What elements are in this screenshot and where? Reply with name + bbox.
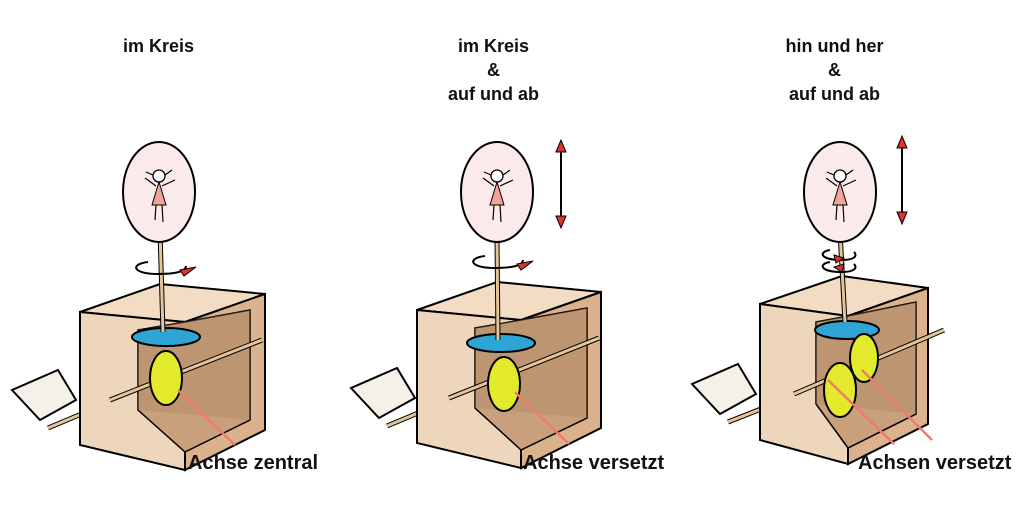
panel-circle: im Kreis	[0, 0, 341, 508]
title-line: auf und ab	[789, 84, 880, 104]
axle-label: Achsen versetzt	[858, 452, 1012, 474]
panel-circle-updown: im Kreis & auf und ab	[341, 0, 682, 508]
panel-title: im Kreis & auf und ab	[323, 34, 664, 106]
rotation-arrow-icon	[135, 261, 197, 277]
dancer-balloon	[460, 141, 534, 243]
axle-label: Achse zentral	[188, 452, 319, 474]
blue-disc	[131, 327, 201, 347]
up-down-arrow-icon	[555, 138, 567, 230]
pointer-line	[827, 379, 895, 445]
pointer-line	[514, 391, 570, 445]
title-line: im Kreis	[122, 36, 195, 56]
panel-title: im Kreis	[0, 34, 329, 58]
title-line: im Kreis	[457, 36, 530, 56]
title-line: hin und her	[785, 36, 884, 56]
automaton-illustration	[10, 141, 266, 472]
yellow-cam	[849, 333, 879, 383]
panel-title: hin und her & auf und ab	[664, 34, 1005, 106]
dancer-balloon	[122, 141, 196, 243]
pointer-line	[861, 369, 933, 441]
dancer-figure	[144, 169, 176, 223]
dancer-figure	[825, 169, 857, 223]
pointer-line	[177, 389, 236, 446]
yellow-cam	[487, 356, 521, 412]
title-line: auf und ab	[448, 84, 539, 104]
rotation-arrow-icon	[821, 249, 857, 274]
dancer-balloon	[803, 141, 877, 243]
title-line: &	[487, 60, 500, 80]
rotation-arrow-icon	[472, 255, 534, 271]
title-line: &	[828, 60, 841, 80]
up-down-arrow-icon	[896, 134, 908, 226]
automaton-illustration	[690, 134, 945, 466]
axle-label: Achse versetzt	[523, 452, 665, 474]
automaton-illustration	[349, 138, 602, 470]
dancer-figure	[482, 169, 514, 223]
panel-backforth-updown: hin und her & auf und ab	[682, 0, 1023, 508]
blue-disc	[466, 333, 536, 353]
yellow-cam	[149, 350, 183, 406]
